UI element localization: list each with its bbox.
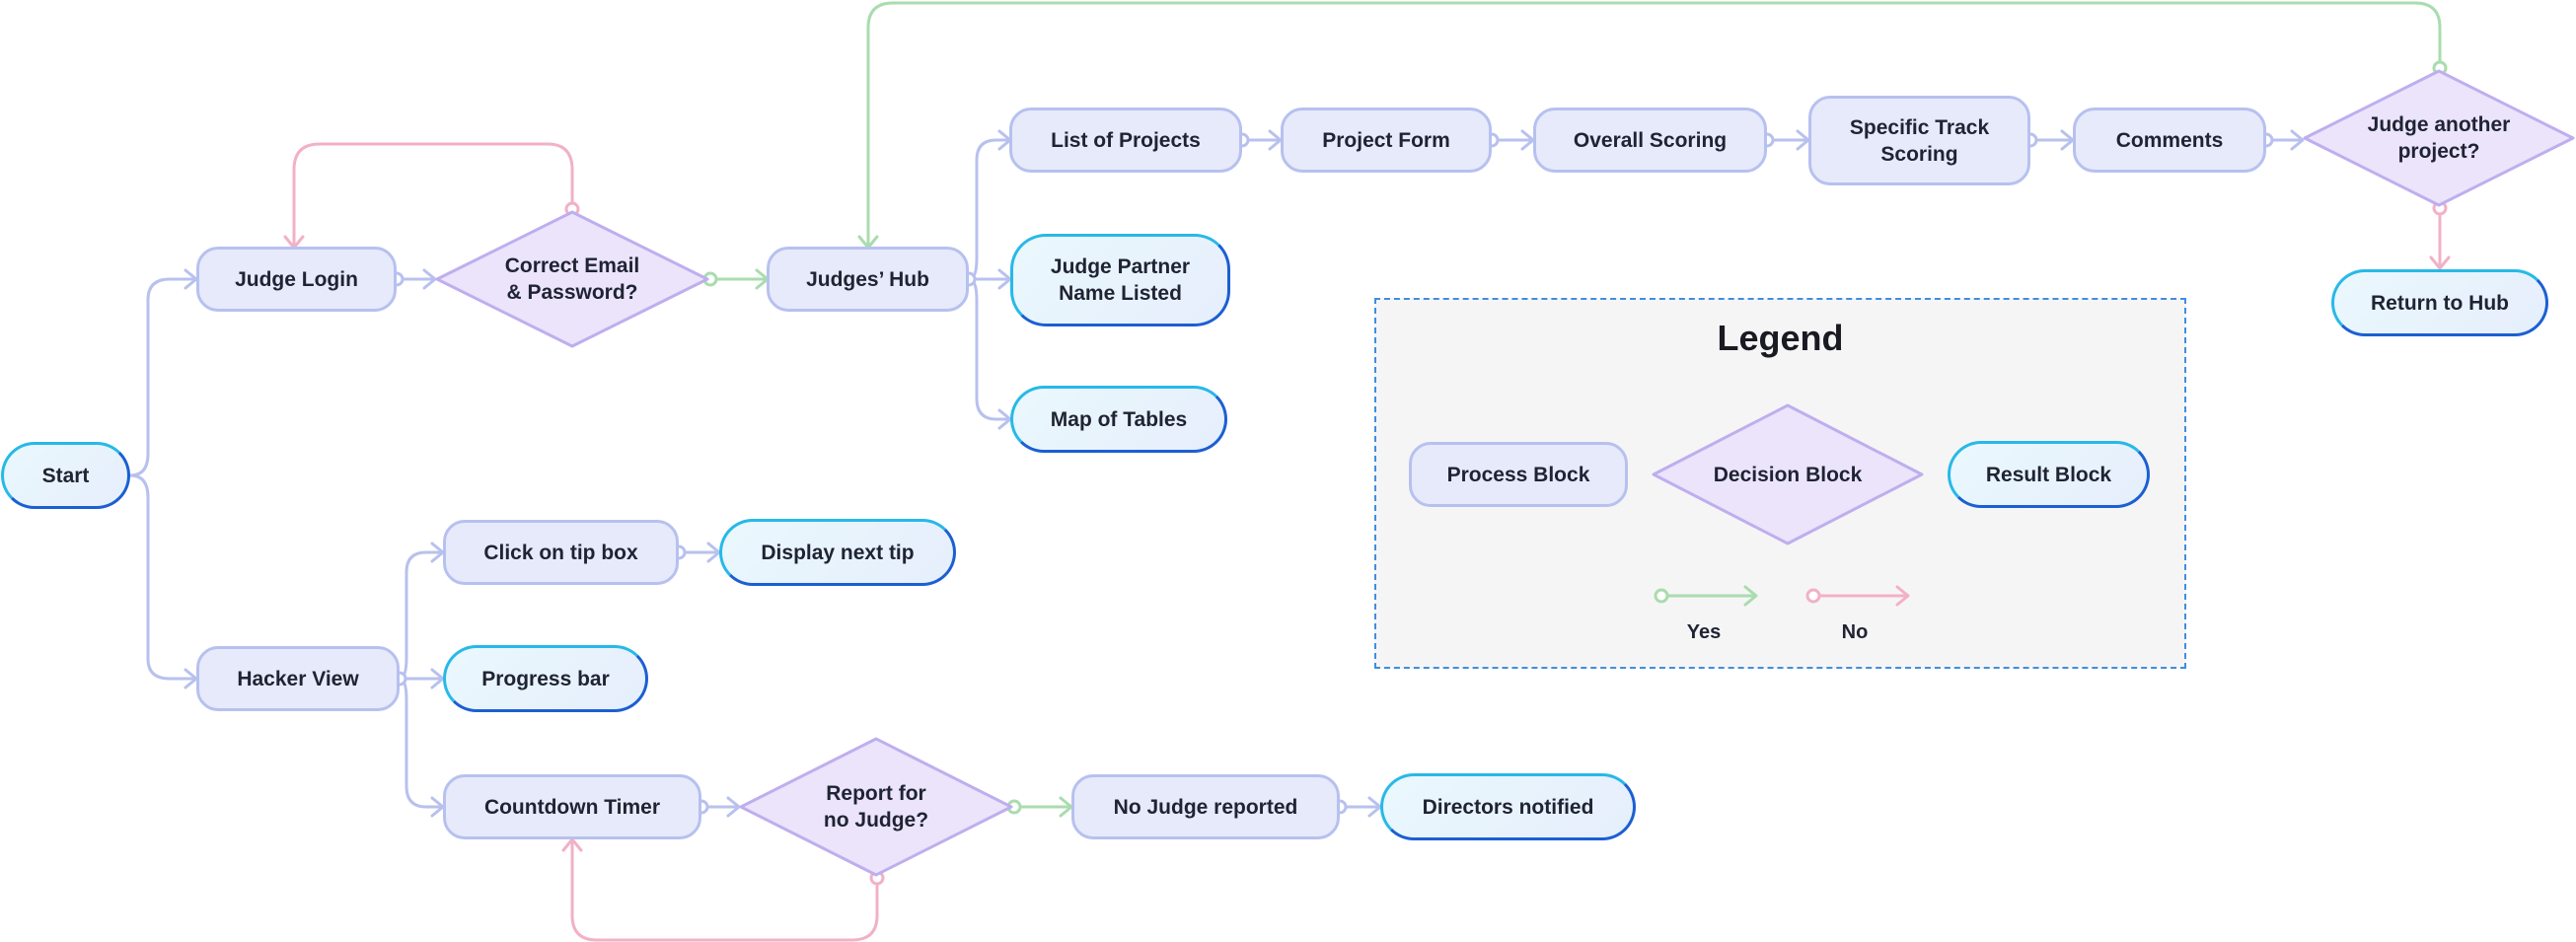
node-return-to-hub[interactable]: Return to Hub: [2331, 269, 2548, 336]
node-judge-login[interactable]: Judge Login: [196, 247, 397, 312]
decision-diamond-shape: [435, 210, 709, 348]
decision-diamond-shape: [739, 737, 1013, 877]
node-countdown-timer[interactable]: Countdown Timer: [443, 774, 701, 839]
legend-connector-samples: [1654, 585, 1910, 607]
node-no-judge-reported[interactable]: No Judge reported: [1071, 774, 1340, 839]
edge-hacker-tip: [398, 550, 444, 681]
edge-start-judge-login: [128, 277, 197, 477]
legend-yes-label: Yes: [1686, 621, 1722, 643]
node-comments[interactable]: Comments: [2073, 108, 2266, 173]
node-judge-partner-name-listed[interactable]: Judge Partner Name Listed: [1010, 234, 1230, 326]
node-progress-bar[interactable]: Progress bar: [443, 645, 648, 712]
edge-hub-map: [967, 277, 1011, 421]
decision-label: Report for no Judge?: [823, 782, 929, 832]
legend-yes-arrow: [1659, 585, 1758, 607]
legend-process-block: Process Block: [1409, 442, 1628, 507]
legend-decision-block: Decision Block: [1651, 402, 1925, 546]
node-overall-scoring[interactable]: Overall Scoring: [1533, 108, 1767, 173]
legend-decision-label: Decision Block: [1713, 463, 1863, 486]
legend-diamond-shape: [1652, 403, 1924, 545]
node-click-on-tip-box[interactable]: Click on tip box: [443, 520, 679, 585]
decision-diamond-shape: [2303, 69, 2575, 207]
edge-report-countdown-no: [570, 838, 879, 942]
node-judges-hub[interactable]: Judges’ Hub: [767, 247, 969, 312]
node-display-next-tip[interactable]: Display next tip: [719, 519, 956, 586]
edge-hub-list: [967, 138, 1011, 281]
legend-title: Legend: [1717, 318, 1844, 358]
node-map-of-tables[interactable]: Map of Tables: [1010, 386, 1227, 453]
node-list-of-projects[interactable]: List of Projects: [1009, 108, 1242, 173]
edge-email-login-no: [292, 142, 574, 249]
legend-result-block: Result Block: [1948, 441, 2150, 508]
node-project-form[interactable]: Project Form: [1281, 108, 1492, 173]
edge-hacker-countdown: [398, 677, 444, 809]
edge-start-hacker-view: [128, 473, 197, 681]
decision-label: Judge another project?: [2367, 113, 2511, 163]
edge-another-hub-yes: [866, 1, 2442, 249]
node-hacker-view[interactable]: Hacker View: [196, 646, 400, 711]
node-start[interactable]: Start: [1, 442, 130, 509]
legend-no-arrow: [1811, 585, 1910, 607]
node-directors-notified[interactable]: Directors notified: [1380, 773, 1636, 840]
node-report-for-no-judge[interactable]: Report for no Judge?: [738, 736, 1014, 878]
node-judge-another-project[interactable]: Judge another project?: [2302, 68, 2576, 208]
node-correct-email[interactable]: Correct Email & Password?: [434, 209, 710, 349]
legend-no-label: No: [1841, 621, 1869, 643]
decision-label: Correct Email & Password?: [504, 254, 640, 304]
node-specific-track-scoring[interactable]: Specific Track Scoring: [1808, 96, 2030, 185]
